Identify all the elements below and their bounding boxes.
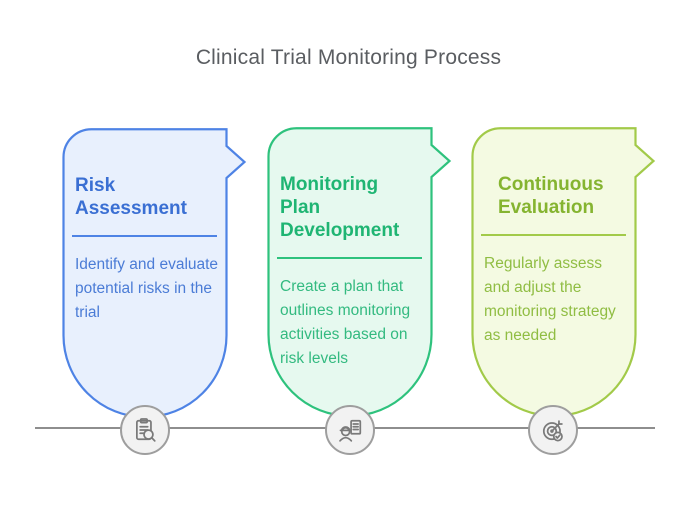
step-description: Identify and evaluate potential risks in… xyxy=(75,256,219,322)
target-check-icon xyxy=(542,420,563,442)
step-title: Monitoring Plan Development xyxy=(280,174,400,241)
step-title: Risk Assessment xyxy=(75,175,187,219)
title-separator xyxy=(72,235,217,238)
clipboard-magnifier-icon xyxy=(136,418,156,442)
step-card-monitoring-plan-development: Monitoring Plan Development Create a pla… xyxy=(267,127,452,418)
title-separator xyxy=(277,257,422,260)
step-title: Continuous Evaluation xyxy=(498,174,604,218)
step-card-risk-assessment: Risk Assessment Identify and evaluate po… xyxy=(62,128,247,419)
timeline-node-1 xyxy=(120,405,170,455)
timeline-node-2 xyxy=(325,405,375,455)
step-card-continuous-evaluation: Continuous Evaluation Regularly assess a… xyxy=(471,127,656,418)
timeline-node-3 xyxy=(528,405,578,455)
title-separator xyxy=(481,234,626,237)
step-description: Regularly assess and adjust the monitori… xyxy=(484,255,616,345)
page-title: Clinical Trial Monitoring Process xyxy=(195,46,502,69)
auditor-checklist-icon xyxy=(339,419,362,442)
step-description: Create a plan that outlines monitoring a… xyxy=(280,278,411,368)
speech-bubble-shape xyxy=(267,127,452,418)
